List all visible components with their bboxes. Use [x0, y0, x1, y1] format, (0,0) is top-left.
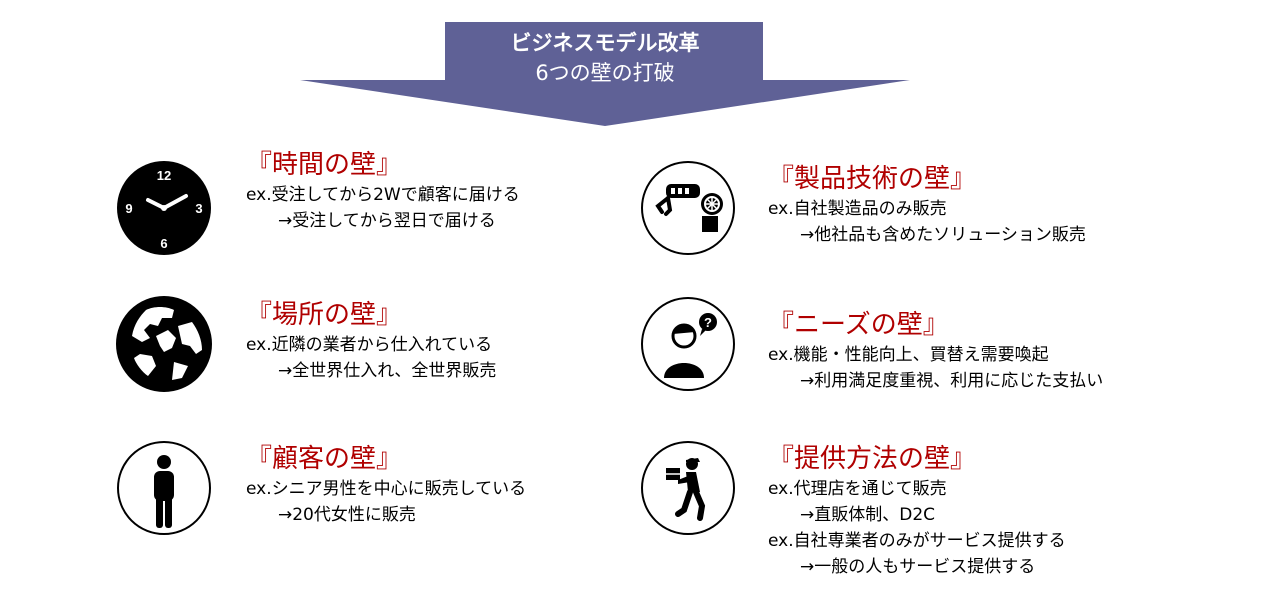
wall-solution: →全世界仕入れ、全世界販売 [278, 361, 497, 381]
clock-icon: 12 3 6 9 [116, 160, 212, 256]
clock-number-6: 6 [160, 236, 167, 251]
person-question-icon: ? [640, 296, 736, 392]
wall-time: 『時間の壁』 ex.受注してから2Wで顧客に届ける →受注してから翌日で届ける [246, 148, 520, 234]
banner-subtitle: 6つの壁の打破 [535, 61, 675, 85]
banner-arrow: ビジネスモデル改革 6つの壁の打破 [300, 22, 910, 126]
wall-example: ex.機能・性能向上、買替え需要喚起 [768, 345, 1049, 365]
wall-title: 『時間の壁』 [246, 150, 403, 180]
wall-title: 『顧客の壁』 [246, 444, 403, 474]
banner-arrow-shape [300, 22, 910, 126]
wall-example: ex.代理店を通じて販売 [768, 479, 947, 499]
wall-solution: →一般の人もサービス提供する [800, 557, 1036, 577]
globe-icon [116, 296, 212, 392]
wall-solution: →他社品も含めたソリューション販売 [800, 225, 1086, 245]
wall-delivery-method: 『提供方法の壁』 ex.代理店を通じて販売 →直販体制、D2C ex.自社専業者… [768, 442, 1066, 580]
delivery-person-icon [640, 440, 736, 536]
wall-solution: →受注してから翌日で届ける [278, 211, 496, 231]
wall-product-technology: 『製品技術の壁』 ex.自社製造品のみ販売 →他社品も含めたソリューション販売 [768, 162, 1086, 248]
wall-title: 『製品技術の壁』 [768, 164, 977, 194]
wall-example: ex.近隣の業者から仕入れている [246, 335, 493, 355]
wall-example: ex.シニア男性を中心に販売している [246, 479, 527, 499]
robot-arm-icon [640, 160, 736, 256]
wall-solution: →20代女性に販売 [278, 505, 416, 525]
svg-text:?: ? [704, 315, 712, 330]
clock-number-9: 9 [125, 201, 132, 216]
wall-title: 『場所の壁』 [246, 300, 403, 330]
person-icon [116, 440, 212, 536]
wall-title: 『提供方法の壁』 [768, 444, 977, 474]
wall-example: ex.自社専業者のみがサービス提供する [768, 531, 1066, 551]
wall-example: ex.自社製造品のみ販売 [768, 199, 947, 219]
banner-title: ビジネスモデル改革 [510, 31, 700, 55]
clock-number-12: 12 [157, 168, 171, 183]
wall-customer: 『顧客の壁』 ex.シニア男性を中心に販売している →20代女性に販売 [246, 442, 526, 528]
wall-solution: →利用満足度重視、利用に応じた支払い [800, 371, 1104, 391]
banner-text: ビジネスモデル改革 6つの壁の打破 [445, 28, 765, 88]
wall-location: 『場所の壁』 ex.近隣の業者から仕入れている →全世界仕入れ、全世界販売 [246, 298, 496, 384]
wall-title: 『ニーズの壁』 [768, 310, 949, 340]
wall-needs: 『ニーズの壁』 ex.機能・性能向上、買替え需要喚起 →利用満足度重視、利用に応… [768, 308, 1103, 394]
wall-solution: →直販体制、D2C [800, 505, 936, 525]
wall-example: ex.受注してから2Wで顧客に届ける [246, 185, 520, 205]
clock-number-3: 3 [195, 201, 202, 216]
